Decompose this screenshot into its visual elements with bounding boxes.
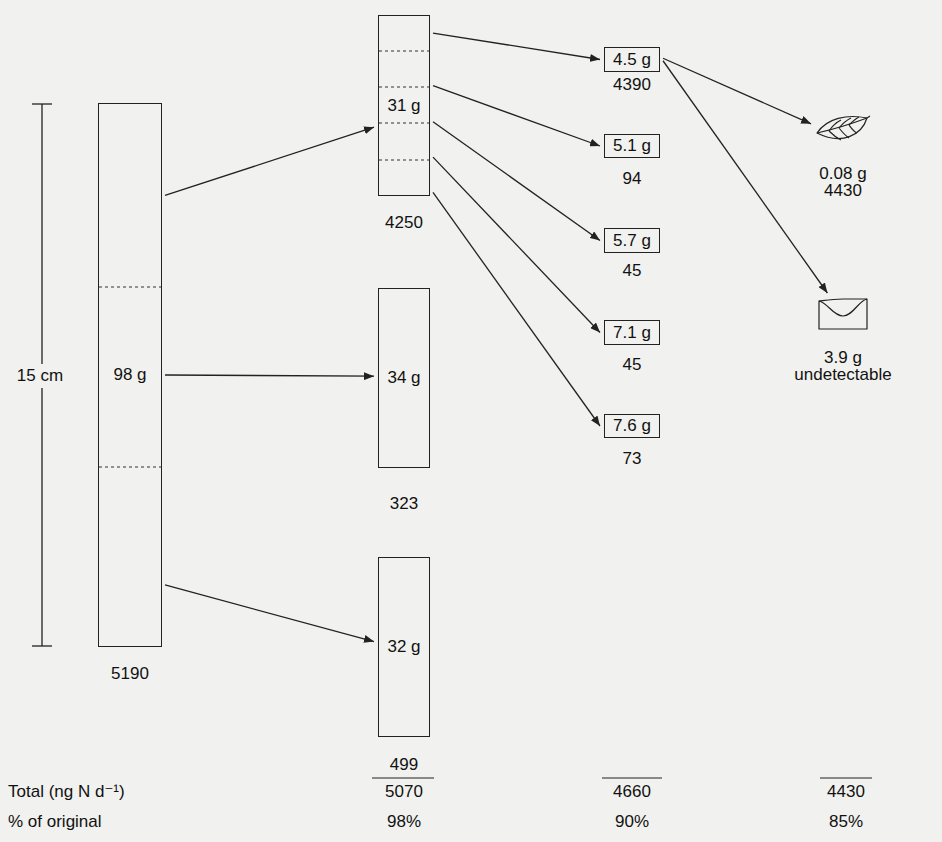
percent-value: 85%	[829, 812, 863, 832]
flux-value: 4250	[385, 213, 423, 233]
mass-label: 3.9 g	[794, 349, 891, 366]
icon-stroke	[867, 116, 870, 118]
flow-arrow	[165, 375, 374, 376]
flux-value: 323	[390, 494, 418, 514]
flux-value: 45	[623, 261, 642, 281]
slice-box: 7.6 g73	[604, 414, 660, 438]
leaf-icon: 0.08 g4430	[815, 113, 871, 149]
mass-label: 5.7 g	[613, 231, 651, 251]
caption-group: 4250	[385, 213, 423, 233]
scale-tick	[32, 645, 52, 646]
percent-value: 90%	[615, 812, 649, 832]
section-divider	[379, 50, 429, 51]
flow-arrow	[663, 61, 827, 293]
caption-group: 0.08 g4430	[819, 165, 866, 199]
section-divider	[379, 86, 429, 87]
caption-group: 94	[623, 169, 642, 189]
scale-tick	[32, 103, 52, 104]
flow-arrow	[433, 157, 600, 332]
row-heading: % of original	[8, 812, 102, 832]
mass-label: 32 g	[387, 637, 420, 657]
slice-box: 5.1 g94	[604, 134, 660, 158]
mass-label: 5.1 g	[613, 136, 651, 156]
flux-value: 45	[623, 355, 642, 375]
flow-arrow	[433, 33, 600, 59]
caption-group: 4390	[613, 75, 651, 95]
sample-column: 98 g5190	[98, 103, 162, 647]
slice-box: 5.7 g45	[604, 228, 660, 253]
section-divider	[99, 466, 161, 467]
percent-value: 98%	[387, 812, 421, 832]
flow-arrow	[433, 192, 600, 426]
flux-value: 499	[390, 755, 418, 775]
flux-value: 5190	[111, 664, 149, 684]
total-rule	[372, 777, 434, 778]
slice-box: 7.1 g45	[604, 320, 660, 345]
caption-group: 499	[390, 755, 418, 775]
mass-label: 98 g	[113, 365, 146, 385]
section-box: 32 g499	[378, 557, 430, 737]
caption-group: 45	[623, 261, 642, 281]
caption-group: 45	[623, 355, 642, 375]
flow-arrow	[433, 122, 600, 241]
tray-icon: 3.9 gundetectable	[817, 297, 869, 331]
total-value: 5070	[385, 782, 423, 802]
row-heading: Total (ng N d⁻¹)	[8, 782, 125, 802]
total-value: 4430	[827, 782, 865, 802]
flux-value: 94	[623, 169, 642, 189]
total-rule	[602, 777, 662, 778]
scale-label: 15 cm	[15, 364, 65, 388]
mass-label: 7.1 g	[613, 323, 651, 343]
tray-icon-outline	[817, 297, 869, 331]
total-rule	[820, 777, 872, 778]
section-box: 34 g323	[378, 288, 430, 468]
slice-box: 4.5 g4390	[604, 47, 660, 72]
icon-stroke	[819, 299, 867, 329]
mass-label: 7.6 g	[613, 416, 651, 436]
caption-group: 73	[623, 449, 642, 469]
caption-group: 3.9 gundetectable	[794, 349, 891, 383]
caption-group: 323	[390, 494, 418, 514]
mass-label: 0.08 g	[819, 165, 866, 182]
section-divider	[379, 122, 429, 123]
icon-stroke	[829, 117, 859, 140]
flow-arrow	[165, 127, 374, 195]
flux-value: undetectable	[794, 366, 891, 383]
flow-arrow	[433, 86, 600, 146]
leaf-icon-outline	[815, 113, 871, 149]
section-divider	[379, 159, 429, 160]
flux-value: 4430	[819, 182, 866, 199]
section-divider	[99, 286, 161, 287]
flow-arrow	[165, 585, 374, 642]
mass-label: 31 g	[387, 96, 420, 116]
icon-stroke	[817, 117, 867, 139]
total-value: 4660	[613, 782, 651, 802]
icon-stroke	[819, 299, 867, 301]
section-box: 31 g4250	[378, 15, 430, 196]
flux-value: 73	[623, 449, 642, 469]
mass-label: 34 g	[387, 368, 420, 388]
mass-label: 4.5 g	[613, 50, 651, 70]
caption-group: 5190	[111, 664, 149, 684]
flux-value: 4390	[613, 75, 651, 95]
